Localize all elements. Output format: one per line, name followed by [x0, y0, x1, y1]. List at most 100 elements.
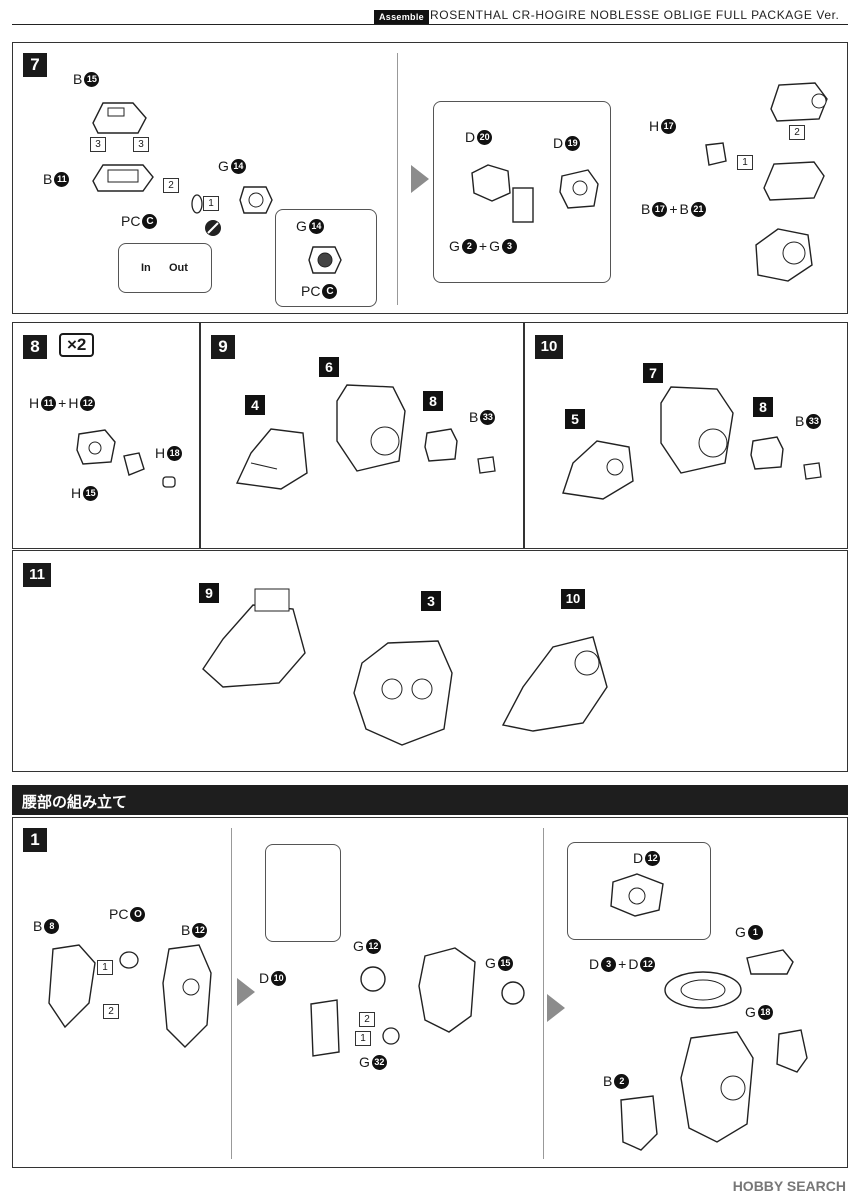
- watermark-logo: HOBBY SEARCH: [732, 1178, 846, 1194]
- step-box: 3: [90, 137, 106, 152]
- in-label: In: [141, 262, 151, 274]
- orientation-icon: [205, 220, 221, 236]
- head-assembly: [235, 428, 308, 490]
- subassembly-ref: 8: [423, 391, 443, 411]
- step-box: 2: [103, 1004, 119, 1019]
- right-side-assembly: [501, 636, 608, 732]
- step-number: 7: [23, 53, 47, 77]
- step-number: 11: [23, 563, 51, 587]
- assemble-badge: Assemble: [374, 10, 429, 24]
- subassembly-ref: 9: [199, 583, 219, 603]
- subassembly-ref: 10: [561, 589, 585, 609]
- step-number: 10: [535, 335, 563, 359]
- body-part: [763, 161, 825, 201]
- small-armor-part: [705, 142, 727, 166]
- out-label: Out: [169, 262, 188, 274]
- head-core-part: [512, 187, 534, 223]
- frame-part: [92, 164, 154, 192]
- pin-part: [382, 1027, 400, 1045]
- panel-divider: [543, 828, 544, 1159]
- armor-cap-part: [92, 102, 147, 134]
- plate-part: [310, 999, 340, 1057]
- step-box: 1: [355, 1031, 371, 1046]
- waist-assembly: [680, 1031, 754, 1143]
- waist-core-part: [418, 947, 476, 1033]
- torso-assembly: [660, 386, 734, 474]
- joint-block-part: [750, 436, 784, 470]
- step-number: 8: [23, 335, 47, 359]
- small-armor-part: [746, 949, 794, 975]
- in-out-inset: [118, 243, 212, 293]
- page-header-title: ROSENTHAL CR-HOGIRE NOBLESSE OBLIGE FULL…: [430, 8, 840, 22]
- torso-assembly: [336, 384, 406, 472]
- joint-block-part: [424, 428, 458, 462]
- subassembly-ref: 5: [565, 409, 585, 429]
- step-number: 1: [23, 828, 47, 852]
- subassembly-ref: 6: [319, 357, 339, 377]
- step-box: 2: [163, 178, 179, 193]
- pin-part: [162, 476, 176, 488]
- panel-divider: [397, 53, 398, 305]
- step-box: 2: [789, 125, 805, 140]
- step-number: 9: [211, 335, 235, 359]
- head-part-right: [559, 169, 599, 209]
- disc-plate-part: [664, 971, 742, 1009]
- pin-part: [477, 456, 496, 474]
- joint-block-part: [76, 429, 116, 465]
- flow-arrow: [547, 994, 565, 1022]
- waist-shell-left: [48, 944, 96, 1029]
- polycap-part: [191, 194, 203, 214]
- head-assembly: [755, 228, 813, 282]
- panel-divider: [231, 828, 232, 1159]
- header-rule: [12, 24, 848, 25]
- joint-detail: [308, 246, 342, 274]
- center-body-assembly: [353, 640, 453, 746]
- flow-arrow: [411, 165, 429, 193]
- waist-shell-right: [162, 944, 212, 1048]
- subassembly-ref: 4: [245, 395, 265, 415]
- flow-arrow: [237, 978, 255, 1006]
- step-box: 1: [203, 196, 219, 211]
- disc-plate-detail: [610, 873, 664, 917]
- front-armor-part: [620, 1095, 658, 1151]
- part-detail-inset: [265, 844, 341, 942]
- step-box: 2: [359, 1012, 375, 1027]
- subassembly-ref: 7: [643, 363, 663, 383]
- step-11-panel: 11 9 3 10: [12, 550, 848, 772]
- section-title: 腰部の組み立て: [22, 794, 128, 811]
- section-title-bar: 腰部の組み立て: [12, 785, 848, 815]
- left-side-assembly: [202, 588, 306, 688]
- top-armor-part: [770, 82, 828, 122]
- subassembly-ref: 3: [421, 591, 441, 611]
- joint-part: [239, 186, 273, 214]
- repeat-count: ×2: [59, 333, 95, 357]
- cap-part: [123, 452, 145, 476]
